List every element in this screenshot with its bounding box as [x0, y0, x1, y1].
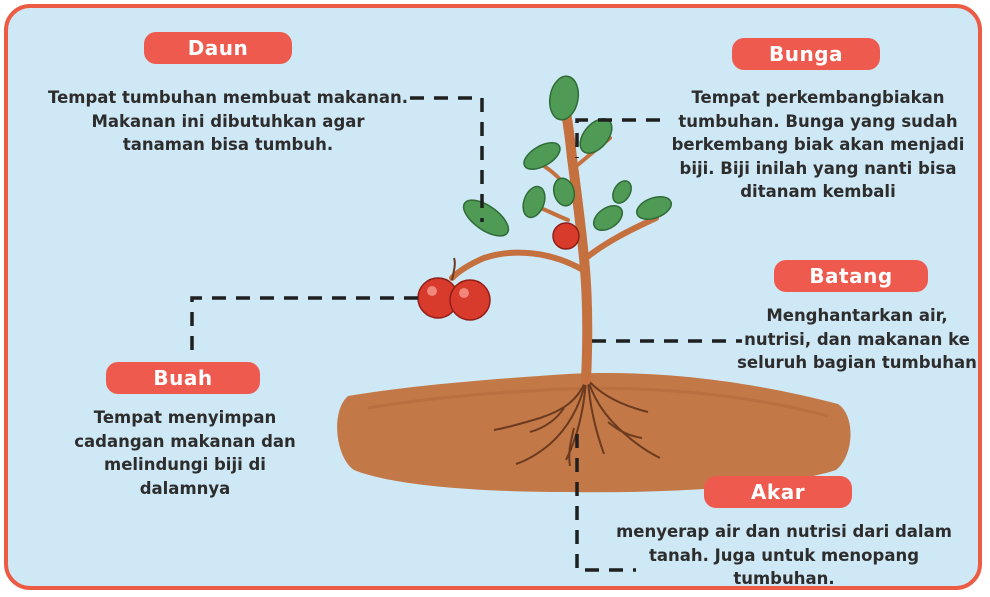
akar-label: Akar [704, 476, 852, 508]
batang-label: Batang [774, 260, 928, 292]
bunga-description: Tempat perkembangbiakan tumbuhan. Bunga … [668, 86, 968, 204]
buah-connector [192, 298, 418, 358]
akar-description: menyerap air dan nutrisi dari dalam tana… [614, 520, 954, 590]
buah-description: Tempat menyimpan cadangan makanan dan me… [60, 406, 310, 500]
bunga-label: Bunga [732, 38, 880, 70]
buah-label: Buah [106, 362, 260, 394]
diagram-frame: Daun Tempat tumbuhan membuat makanan. Ma… [4, 4, 982, 590]
batang-description: Menghantarkan air, nutrisi, dan makanan … [732, 304, 982, 375]
daun-label: Daun [144, 32, 292, 64]
soil [337, 373, 850, 492]
fruits [418, 223, 579, 320]
daun-description: Tempat tumbuhan membuat makanan. Makanan… [48, 86, 408, 157]
